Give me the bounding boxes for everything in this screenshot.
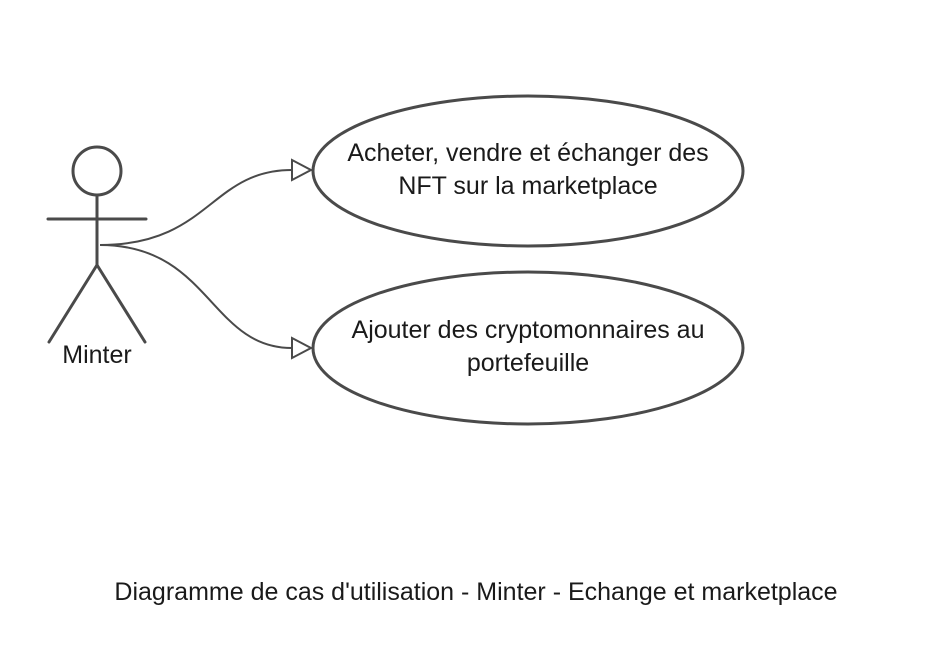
use-case-label-add-crypto: Ajouter des cryptomonnaires au portefeui… — [351, 316, 705, 377]
actor-head — [71, 145, 123, 197]
use-case-ellipse-trade — [311, 94, 745, 248]
use-case-label-trade: Acheter, vendre et échanger des NFT sur … — [347, 139, 709, 200]
actor-left-leg — [47, 263, 99, 344]
actor-label: Minter — [62, 341, 132, 369]
use-case-ellipse-add-crypto — [311, 270, 745, 426]
arrowhead-trade — [291, 158, 314, 182]
association-add-crypto — [99, 244, 293, 349]
actor-right-leg — [95, 263, 147, 344]
associations — [99, 158, 314, 360]
arrowhead-add-crypto — [291, 336, 314, 360]
diagram-caption: Diagramme de cas d'utilisation - Minter … — [114, 578, 838, 606]
association-trade — [99, 169, 293, 246]
actor-figure — [46, 145, 148, 344]
